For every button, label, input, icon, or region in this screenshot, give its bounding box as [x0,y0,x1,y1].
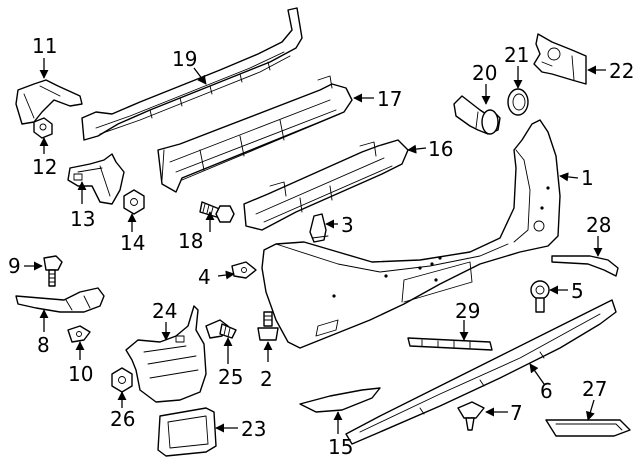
part-5-clip [530,280,550,313]
leader-arrows [24,58,606,434]
callout-29: 29 [455,299,480,323]
callout-21: 21 [504,43,529,67]
callout-7: 7 [510,401,523,425]
part-9-bolt [43,255,63,287]
callout-12: 12 [32,155,57,179]
callout-10: 10 [68,362,93,386]
callout-2: 2 [260,367,273,391]
callout-5: 5 [571,279,584,303]
callout-22: 22 [609,59,634,83]
callout-8: 8 [37,333,50,357]
callout-27: 27 [582,377,607,401]
callout-20: 20 [472,61,497,85]
callout-17: 17 [377,87,402,111]
part-1-bumper-cover [261,119,561,349]
part-17-energy-absorber [157,75,353,193]
part-13-side-bracket [67,153,125,205]
leader-4 [217,270,235,280]
part-29-trim-strip [407,337,493,351]
callout-14: 14 [120,231,145,255]
callout-4: 4 [198,265,211,289]
callout-16: 16 [428,137,453,161]
part-10-clip-nut [67,325,91,343]
leader-1 [559,172,579,182]
callout-25: 25 [218,365,243,389]
callout-18: 18 [178,229,203,253]
leader-19 [193,67,207,85]
leader-16 [407,144,427,154]
callout-9: 9 [8,254,21,278]
callout-1: 1 [581,166,594,190]
callout-3: 3 [341,213,354,237]
callout-6: 6 [540,379,553,403]
part-15-reflector [299,387,381,413]
part-4-clip [231,261,257,279]
part-3-clip [309,213,329,243]
callout-labels: 1 2 3 4 5 6 7 8 9 10 11 12 13 14 15 16 1… [8,34,634,459]
callout-19: 19 [172,47,197,71]
part-19-upper-reinforcement [81,7,303,141]
part-11-bracket [15,79,83,125]
callout-15: 15 [328,435,353,459]
part-8-lower-bracket [15,287,105,313]
part-6-lower-diffuser [345,299,617,445]
callout-28: 28 [586,213,611,237]
part-25-bolt [205,319,237,339]
part-18-bolt [199,201,235,223]
part-16-lower-reinforcement [243,139,409,231]
part-28-side-trim [551,255,619,277]
part-26-nut [111,367,133,393]
part-22-sensor-bracket [533,33,587,85]
leader-27 [585,399,595,421]
part-20-parking-sensor [453,95,501,135]
leader-6 [529,363,545,385]
callout-23: 23 [241,417,266,441]
callout-13: 13 [70,207,95,231]
part-23-cover-plate [157,407,217,457]
part-21-sensor-ring [507,88,529,116]
callout-24: 24 [152,299,177,323]
callout-26: 26 [110,407,135,431]
part-12-nut [33,117,53,139]
part-24-side-bracket [125,305,207,403]
part-14-nut [123,189,145,215]
callout-11: 11 [32,34,57,58]
part-27-reflector [545,419,631,437]
part-7-clip [457,401,485,431]
part-2-bolt [257,311,279,341]
